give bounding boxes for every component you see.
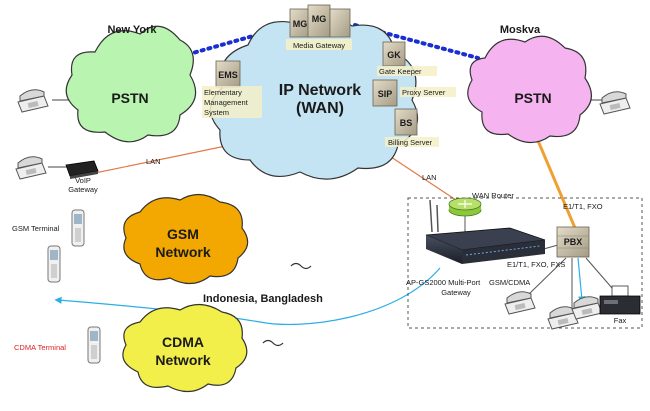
- ap-gs2000-gateway-icon: [425, 199, 546, 264]
- proxy-server-label: Proxy Server: [402, 88, 446, 97]
- gateway-mobile-link: [54, 267, 441, 326]
- gsm-handset-icon-2: [47, 245, 61, 283]
- ems-desc-1: Elementary: [204, 88, 242, 97]
- wan-label: (WAN): [296, 100, 344, 117]
- pbx-label: PBX: [564, 237, 583, 247]
- gate-keeper-server: GK: [382, 41, 406, 67]
- pbx-device-icon: [556, 226, 590, 258]
- voip-gateway-label-2: Gateway: [68, 185, 98, 194]
- media-gateway-servers: MG MG: [289, 4, 351, 38]
- sip-server: SIP: [372, 79, 398, 107]
- cdma-handset-icon: [87, 326, 101, 364]
- enterprise-site-box: [407, 197, 643, 329]
- e1t1-fxo-fxs-label: E1/T1, FXO, FXS: [507, 260, 565, 269]
- e1t1-fxo-top-label: E1/T1, FXO: [563, 202, 603, 211]
- region-new-york: New York: [107, 24, 157, 36]
- gsm-network-label-1: GSM: [167, 226, 199, 242]
- voip-gateway-label-1: VoIP: [75, 176, 91, 185]
- billing-server-label: Billing Server: [388, 138, 433, 147]
- region-indonesia: Indonesia, Bangladesh: [203, 293, 323, 305]
- mg-label-2: MG: [312, 14, 327, 24]
- cdma-network-label-2: Network: [155, 352, 210, 368]
- pstn-right-label: PSTN: [514, 90, 551, 106]
- pstn-moskva-cloud: [467, 35, 592, 144]
- gsm-handset-icon-1: [71, 209, 85, 247]
- gsm-cdma-label: GSM/CDMA: [489, 278, 530, 287]
- pstn-left-label: PSTN: [111, 90, 148, 106]
- pbx-phone-link-3: [577, 257, 586, 304]
- phone-icon-moskva: [599, 91, 631, 115]
- ap-gs2000-label: AP-GS2000 Multi-Port: [406, 278, 481, 287]
- region-moskva: Moskva: [500, 24, 541, 36]
- gk-label: GK: [387, 50, 401, 60]
- voip-gateway-device-icon: [65, 160, 99, 179]
- phone-icon-new-york: [17, 89, 49, 113]
- gsm-terminal-label: GSM Terminal: [12, 224, 60, 233]
- wan-router-label: WAN Router: [472, 191, 514, 200]
- fax-label: Fax: [614, 316, 627, 325]
- phone-icon-pbx-1: [504, 291, 536, 315]
- billing-server: BS: [394, 108, 418, 136]
- gate-keeper-label: Gate Keeper: [379, 67, 422, 76]
- ems-server: EMS: [215, 60, 241, 88]
- sip-label: SIP: [378, 89, 393, 99]
- ems-desc-2: Management: [204, 98, 249, 107]
- gateway-label: Gateway: [441, 288, 471, 297]
- phone-icon-voip: [15, 156, 47, 180]
- cdma-terminal-label: CDMA Terminal: [14, 343, 66, 352]
- lan-label-right: LAN: [422, 173, 437, 182]
- media-gateway-label: Media Gateway: [293, 41, 345, 50]
- mg-label-1: MG: [293, 19, 308, 29]
- ip-network-label: IP Network: [279, 82, 362, 99]
- bs-label: BS: [400, 118, 413, 128]
- ems-label: EMS: [218, 70, 238, 80]
- gsm-network-cloud: [123, 193, 249, 285]
- pbx-phone-link-1: [527, 257, 567, 296]
- cdma-network-label-1: CDMA: [162, 334, 204, 350]
- cdma-squiggle: [262, 339, 284, 347]
- gsm-network-label-2: Network: [155, 244, 210, 260]
- phone-icon-pbx-3: [571, 296, 603, 320]
- lan-label-left: LAN: [146, 157, 161, 166]
- wan-router-icon: [448, 197, 482, 217]
- pstn-new-york-cloud: [65, 25, 197, 143]
- fax-machine-icon: [599, 285, 641, 315]
- pbx-fax-link: [585, 257, 613, 289]
- cdma-network-cloud: [122, 303, 248, 393]
- lan-link-right: [384, 152, 463, 205]
- ems-desc-3: System: [204, 108, 229, 117]
- gsm-squiggle: [290, 262, 312, 270]
